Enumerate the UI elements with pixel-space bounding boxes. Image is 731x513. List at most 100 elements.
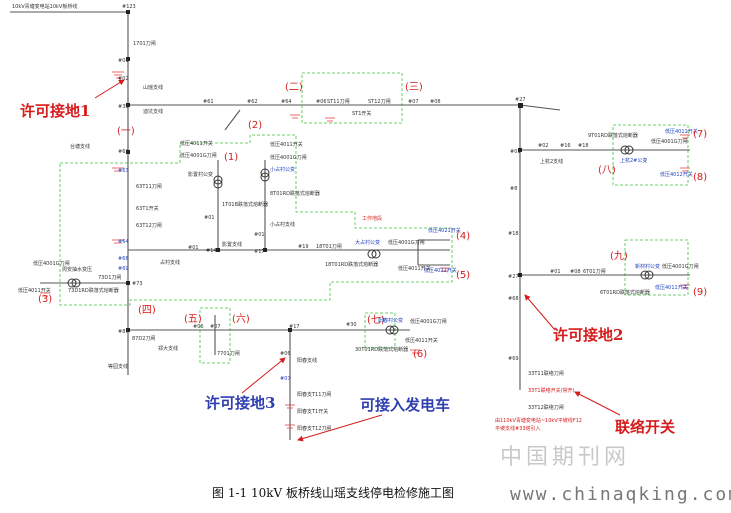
marker-8cn: (八) [598, 165, 616, 176]
switch-st11: ST11刀闸 [327, 98, 350, 105]
rb-fuse-6t: 6T01RD跌落式熔断器 [600, 289, 650, 296]
yc-fuse: 1T01B跌落式熔断器 [222, 201, 268, 208]
big-annotations: 许可接地1 许可接地2 许可接地3 可接入发电车 联络开关 [20, 79, 675, 442]
zone-left [59, 134, 453, 306]
marker-1cn: (一) [117, 126, 135, 137]
marker-2: (2) [248, 120, 262, 131]
marker-9: (9) [693, 287, 707, 298]
node-62b: #62 [118, 149, 129, 155]
zone-right-mid [624, 239, 689, 296]
xz-low-4011: 低压4011开关 [270, 141, 303, 148]
xz-branch: 小占村支线 [270, 221, 295, 228]
node-markers [126, 10, 523, 332]
zhancun-label: 占村支线 [160, 259, 180, 266]
switch-1701: 1701刀闸 [133, 40, 156, 47]
bb-switch-yc11: 阳春支T11刀闸 [297, 391, 331, 398]
node-08: #08 [430, 99, 441, 105]
figure-caption: 图 1-1 10kV 板桥线山瑶支线停电检修施工图 [212, 485, 454, 500]
rb-shangqi: 上杭2支线 [540, 158, 563, 165]
node-02: #02 [118, 76, 129, 82]
node-64b: #64 [118, 239, 129, 245]
rb-switch-6t: 6T01刀闸 [583, 268, 606, 275]
rb-low-4001g: 低压4001G刀闸 [651, 138, 688, 145]
marker-7: (7) [693, 129, 707, 140]
rb-node-18: #18 [578, 143, 589, 149]
top-label: 10kV青塘变电站10kV板桥线 [12, 3, 77, 10]
xz-big-sub: 大占村公变 [355, 239, 380, 246]
zone-right-top [612, 124, 689, 186]
rb-node-8: #8 [510, 186, 517, 192]
rb-switch-33t12: 33T12联络刀闸 [528, 404, 564, 411]
xz-node-17: #17 [254, 249, 265, 255]
xz-fuse-18: 18T01RD跌落式熔断器 [325, 261, 378, 268]
node-73: #73 [132, 281, 143, 287]
watermark-url: www.chinaqking.com [510, 484, 731, 505]
transformers [67, 145, 654, 335]
switch-st1: ST1开关 [352, 110, 371, 117]
node-39: #39 [118, 104, 129, 110]
xz-substation: 小占村公变 [270, 166, 295, 173]
node-06: #06 [316, 99, 327, 105]
rb-sub-9: 新材村公变 [635, 263, 660, 270]
watermark-cn: 中国期刊网 [500, 445, 630, 470]
switch-63t11: 63T11刀闸 [136, 183, 162, 190]
yc-low-4011: 低压4011开关 [180, 140, 213, 147]
permit-ground-1: 许可接地1 [20, 102, 90, 120]
xz-low-4022: 低压4022开关 [424, 267, 457, 274]
main-lines [10, 10, 690, 440]
bb-switch-yc12: 阳春支T12刀闸 [297, 425, 331, 432]
marker-4cn: (四) [138, 305, 156, 316]
rb-low-4011-9: 低压4011开关 [655, 284, 688, 291]
yc-branch: 影置支线 [222, 241, 242, 248]
yc-substation: 影置村公变 [188, 171, 213, 178]
taishui-label: 台塘支线 [70, 143, 90, 150]
node-64: #64 [281, 99, 292, 105]
marker-6cn: (六) [232, 313, 250, 325]
xz-low-4021: 低压4021开关 [428, 227, 461, 234]
rb-node-01: #01 [510, 149, 521, 155]
rb-low-4012: 低压4012开关 [660, 171, 693, 178]
bb-switch-yc1: 阳春支T1开关 [297, 408, 328, 415]
yc-node-01: #01 [204, 215, 215, 221]
marker-4: (4) [456, 231, 470, 242]
marker-3: (3) [38, 294, 52, 305]
rb-node-68: #68 [508, 296, 519, 302]
xz-node-01: #01 [254, 232, 265, 238]
node-87: #87 [118, 329, 129, 335]
node-69: #69 [118, 266, 129, 272]
node-01: #01 [118, 58, 129, 64]
bb-node-06: #06 [193, 324, 204, 330]
labels: 10kV青塘变电站10kV板桥线 #123 1701刀闸 #01 #02 山瑶支… [12, 3, 699, 432]
zone-5cn [199, 307, 231, 364]
node-61: #61 [203, 99, 214, 105]
dicheng-label: 迪坑支线 [143, 108, 163, 115]
generator-label: 可接入发电车 [360, 396, 450, 414]
substation-zhouan: 周安抽水变压 [62, 266, 92, 273]
permit-ground-2: 许可接地2 [553, 326, 623, 344]
bb-node-30: #30 [346, 322, 357, 328]
yc-node-01b: #01 [188, 245, 199, 251]
low-4011-left: 低压4011开关 [18, 287, 51, 294]
marker-1: (1) [224, 152, 238, 163]
rb-tie-note-2: 平坡支线#33塔引入 [495, 425, 541, 432]
rb-switch-33t11: 33T11联络刀闸 [528, 370, 564, 377]
rb-node-02: #02 [538, 143, 549, 149]
bb-yangchun: 阳春支线 [297, 357, 317, 364]
rb-node-01b: #01 [550, 269, 561, 275]
marker-7cn: (七) [367, 314, 385, 326]
node-63: #63 [118, 168, 129, 174]
rb-low-4011: 低压4011开关 [665, 128, 698, 135]
marker-9cn: (九) [610, 250, 628, 262]
tie-switch-label: 联络开关 [615, 418, 675, 436]
marker-5cn: (五) [184, 314, 202, 325]
switch-63t1: 63T1开关 [136, 205, 159, 212]
rb-node-27: #27 [508, 274, 519, 280]
node-68: #68 [118, 256, 129, 262]
rb-node-69: #69 [508, 356, 519, 362]
bb-low-4001g: 低压4001G刀闸 [410, 318, 447, 325]
marker-3cn: (三) [405, 82, 423, 93]
switch-87d2: 87D2刀闸 [132, 335, 155, 342]
rb-sub-7: 上杭2#公变 [620, 157, 647, 164]
